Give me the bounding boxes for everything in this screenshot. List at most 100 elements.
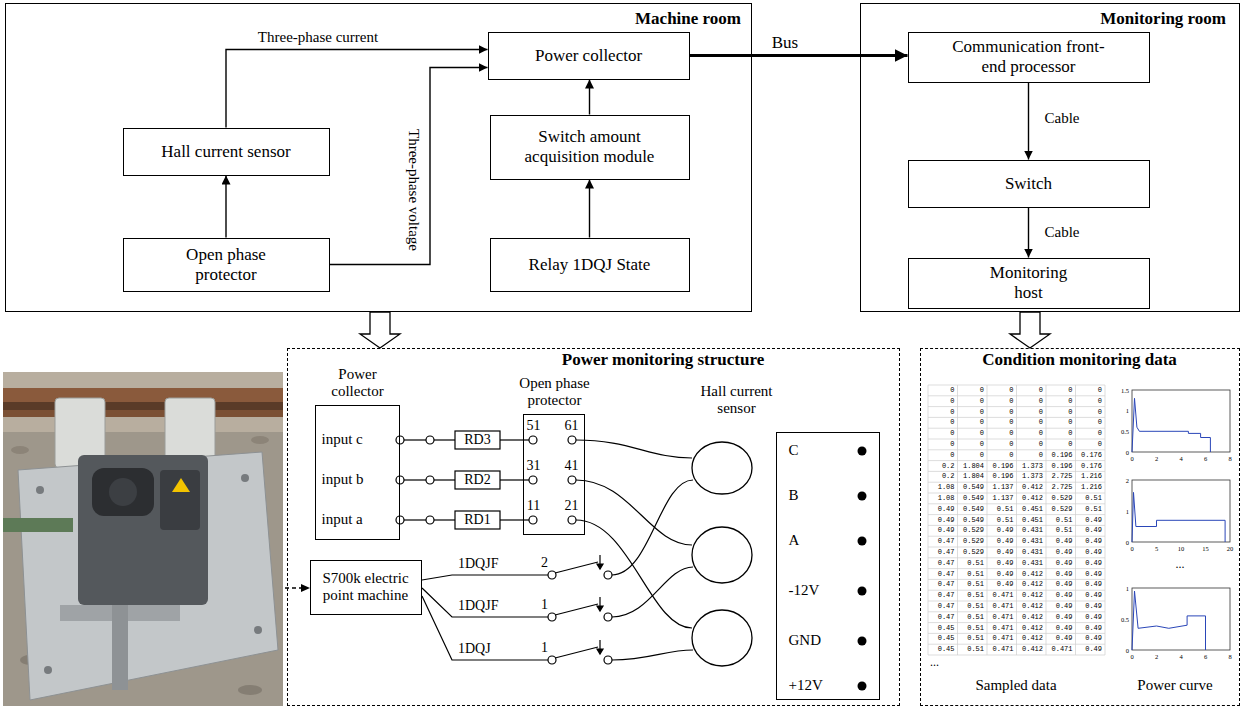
table-cell: 0.47 [929,548,955,557]
point-machine-photo [3,372,283,706]
table-cell: 1.137 [988,494,1014,503]
point-machine-photo [160,470,200,530]
point-machine-photo [44,666,52,674]
table-cell: 0 [1018,440,1044,449]
table-cell: 0 [929,408,955,417]
edge-label: Bus [772,33,798,53]
table-cell: 0.49 [988,570,1014,579]
terminal-number: 11 [524,498,544,514]
table-cell: 0.49 [1077,613,1103,622]
axis-tick: 2 [1149,454,1165,463]
panel-title: Condition monitoring data [921,350,1238,370]
table-cell: 0.49 [1077,580,1103,589]
terminal-circle [529,516,537,524]
table-cell: 0.49 [1077,624,1103,633]
table-cell: 0.49 [1077,526,1103,535]
axis-tick: 6 [1198,652,1214,661]
relay-name: 1DQJF [458,556,498,572]
phase-wire [612,567,693,617]
table-cell: 0.49 [1077,516,1103,525]
point-machine-photo [251,436,269,444]
table-cell: 0 [988,397,1014,406]
room-title: Monitoring room [971,9,1226,29]
table-cell: 1.373 [1018,472,1044,481]
table-cell: 0.51 [959,559,985,568]
box-label: Switch amount acquisition module [511,127,669,166]
table-cell: 0.49 [1047,580,1073,589]
connector-arrow [330,68,488,265]
table-cell: 0.51 [959,591,985,600]
block-arrow [1010,312,1050,348]
relay-name: 1DQJ [458,641,491,657]
phase-wire [612,480,693,575]
axis-tick: 2 [1149,652,1165,661]
terminal-number: 41 [562,458,582,474]
relay-contact [548,555,612,664]
relay-contact [555,562,598,573]
point-machine-photo [238,685,262,695]
room-frame: Monitoring roomCommunication front-end p… [860,3,1240,312]
point-machine-photo [11,446,29,454]
edge-label: Three-phase current [258,29,378,46]
connector-arrow [690,54,908,57]
table-cell: 0 [988,408,1014,417]
axis-tick: 1.5 [1113,386,1129,395]
table-cell: 0.45 [929,624,955,633]
box-label: Open phase protector [182,245,271,284]
connector-arrow [589,180,590,238]
edge-label: Cable [1045,224,1080,241]
input-wire [434,519,455,520]
table-cell: 0.51 [988,505,1014,514]
table-cell: 0.49 [1047,537,1073,546]
axis-tick: 1 [1113,406,1129,415]
input-wire [404,439,426,440]
block-arrow [360,312,400,348]
table-cell: 0 [959,386,985,395]
table-cell: 0.47 [929,537,955,546]
table-cell: 0 [1018,408,1044,417]
phase-wire [576,520,692,628]
table-cell: 0.49 [1077,591,1103,600]
power-curve-plot [1132,591,1206,650]
pin-dot [858,537,867,546]
device-heading: Open phase protector [500,375,610,410]
room-frame: Machine roomPower collectorHall current … [5,3,752,312]
table-cell: 0.51 [1047,516,1073,525]
sensor-loop [692,442,752,494]
table-cell: 0 [1077,418,1103,427]
point-machine-photo [109,478,137,506]
input-wire [500,479,529,480]
table-cell: 0 [929,451,955,460]
table-cell: 0.49 [1047,559,1073,568]
table-cell: 0.529 [959,526,985,535]
table-cell: 0.49 [929,516,955,525]
pin-name: A [789,532,800,549]
table-cell: 0.412 [1018,483,1044,492]
sensor-loop [692,527,752,583]
phase-wire [576,480,692,545]
relay-contact [555,647,598,658]
table-cell: 0.412 [1018,580,1044,589]
pin-name: +12V [789,677,823,694]
table-cell: 0 [1077,440,1103,449]
table-cell: 0.412 [1018,624,1044,633]
contact-number: 2 [541,555,548,571]
axis-tick: 0 [1124,544,1140,553]
table-cell: 0.412 [1018,634,1044,643]
device-heading: Hall current sensor [687,383,787,418]
process-box: Monitoring host [908,258,1150,309]
phase-wire [422,596,548,660]
table-cell: 0.49 [1047,591,1073,600]
table-cell: 0 [959,397,985,406]
box-label: Communication front-end processor [950,37,1108,76]
table-cell: 0.471 [988,591,1014,600]
dashed-panel: Power monitoring structurePower collecto… [287,348,900,706]
point-machine-photo [241,474,249,482]
point-machine-photo [92,468,154,516]
table-cell: 0.471 [988,645,1014,654]
table-cell: 0.529 [1047,494,1073,503]
terminal-circle [529,436,537,444]
power-curve-plot [1132,390,1230,650]
process-box: Switch [908,160,1150,208]
table-cell: 0.412 [1018,570,1044,579]
